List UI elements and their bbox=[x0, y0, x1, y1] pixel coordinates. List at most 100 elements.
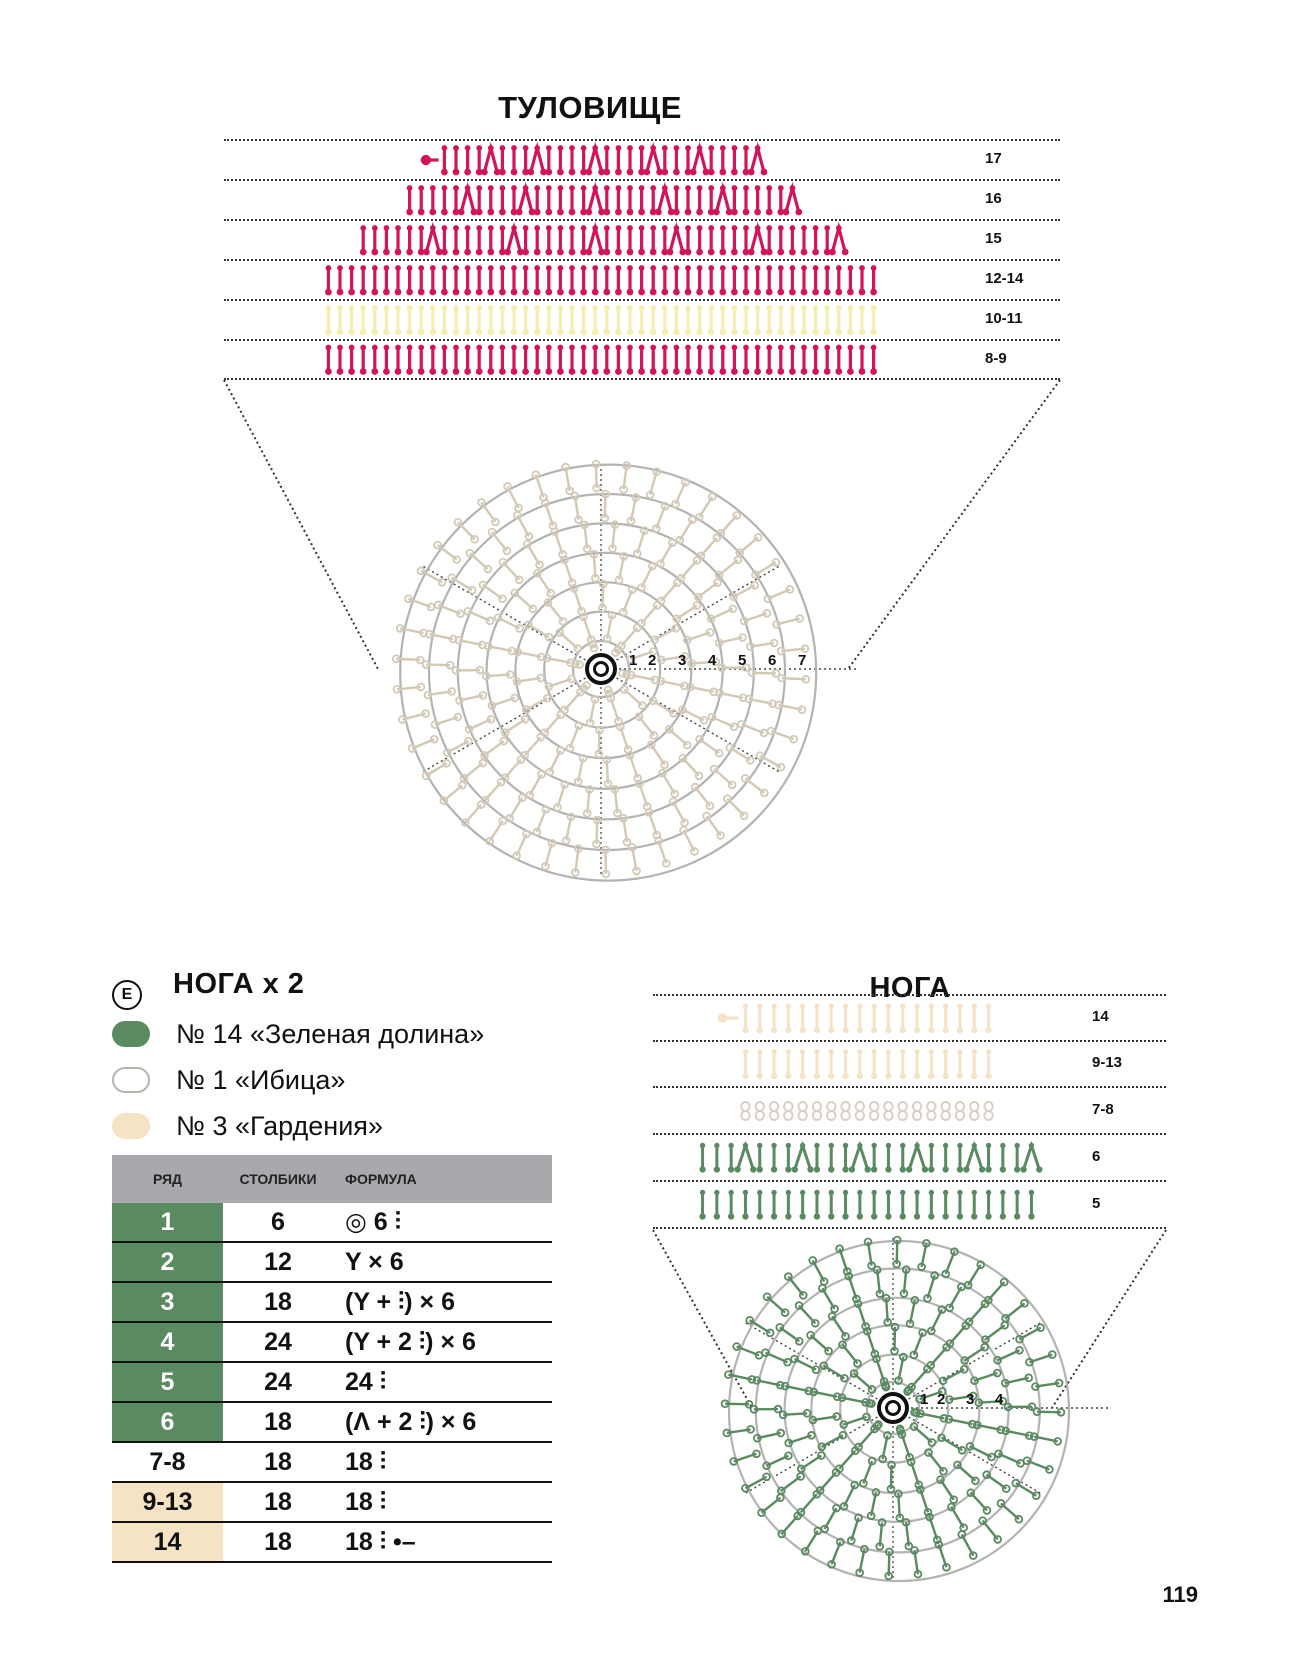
stitch-symbol bbox=[522, 344, 529, 375]
stitch-symbol bbox=[441, 185, 448, 216]
round-stitch-symbol bbox=[960, 1342, 989, 1365]
stitch-symbol bbox=[770, 1142, 778, 1173]
round-stitch-symbol bbox=[937, 1433, 967, 1455]
stitch-symbol bbox=[799, 1049, 806, 1080]
round-stitch-symbol bbox=[892, 1235, 902, 1269]
legend-label: № 3 «Гардения» bbox=[176, 1110, 383, 1141]
round-stitch-symbol bbox=[817, 1430, 848, 1452]
round-stitch-symbol bbox=[794, 1301, 820, 1328]
stitch-symbol bbox=[696, 225, 703, 256]
stitch-symbol bbox=[754, 185, 761, 216]
round-stitch-symbol bbox=[483, 641, 517, 656]
stitch-symbol bbox=[417, 344, 425, 375]
stitch-symbol bbox=[823, 225, 831, 256]
round-stitch-symbol bbox=[777, 1511, 802, 1539]
stitch-symbol bbox=[348, 305, 355, 336]
round-stitch-symbol bbox=[790, 1354, 821, 1374]
color-swatch bbox=[112, 1113, 150, 1139]
stitch-symbol bbox=[731, 145, 738, 176]
round-stitch-symbol bbox=[1022, 1456, 1054, 1474]
round-stitch-symbol bbox=[592, 815, 602, 849]
stitch-symbol bbox=[942, 1189, 949, 1220]
stitch-symbol bbox=[383, 344, 390, 375]
stitch-symbol bbox=[673, 344, 680, 375]
stitch-symbol bbox=[858, 344, 866, 375]
stitch-symbol bbox=[661, 265, 669, 296]
round-stitch-symbol bbox=[433, 600, 465, 619]
stitch-symbol bbox=[475, 145, 483, 176]
stitch-symbol bbox=[719, 265, 727, 296]
stitch-symbol bbox=[673, 145, 680, 176]
round-number-label: 5 bbox=[738, 652, 746, 669]
stitch-symbol bbox=[713, 1142, 720, 1173]
stitch-symbol bbox=[545, 185, 553, 216]
stitch-symbol bbox=[1014, 1142, 1021, 1173]
stitch-symbol bbox=[899, 1003, 906, 1034]
stitch-symbol bbox=[545, 265, 553, 296]
round-stitch-symbol bbox=[854, 1424, 879, 1452]
stitch-symbol bbox=[673, 305, 680, 336]
round-stitch-symbol bbox=[560, 687, 585, 715]
stitch-symbol bbox=[899, 1189, 906, 1220]
stitch-symbol bbox=[956, 1142, 964, 1173]
stitch-symbol bbox=[707, 145, 715, 176]
row-divider bbox=[224, 139, 1060, 141]
stitch-symbol bbox=[742, 225, 750, 256]
decrease-symbol bbox=[829, 221, 849, 256]
stitch-symbol bbox=[533, 265, 541, 296]
round-stitch-symbol bbox=[423, 687, 456, 700]
round-stitch-symbol bbox=[944, 1415, 977, 1429]
row-divider bbox=[224, 179, 1060, 181]
stitch-symbol bbox=[842, 1049, 849, 1080]
stitch-symbol bbox=[828, 1189, 835, 1220]
formula-cell: ◎ 6 ⫶ bbox=[333, 1203, 552, 1243]
stitch-symbol bbox=[452, 225, 460, 256]
round-stitch-symbol bbox=[1003, 1402, 1037, 1412]
stitch-row bbox=[325, 265, 877, 296]
round-stitch-symbol bbox=[777, 1472, 805, 1496]
stitch-symbol bbox=[800, 305, 808, 336]
stitch-symbol bbox=[777, 225, 785, 256]
round-stitch-symbol bbox=[600, 489, 610, 523]
round-number-label: 4 bbox=[708, 652, 717, 669]
round-stitch-symbol bbox=[416, 566, 447, 587]
stitch-symbol bbox=[799, 1189, 806, 1220]
stitch-symbol bbox=[847, 305, 854, 336]
stitch-symbol bbox=[359, 265, 367, 296]
stitch-symbol bbox=[770, 1189, 778, 1220]
round-stitch-symbol bbox=[451, 665, 485, 675]
decrease-symbol bbox=[782, 181, 803, 216]
stitch-symbol bbox=[626, 185, 634, 216]
radial-dividers bbox=[745, 1238, 1111, 1578]
header-formula: ФОРМУЛА bbox=[333, 1155, 552, 1203]
stitch-symbol bbox=[452, 145, 460, 176]
stitches-cell: 12 bbox=[223, 1242, 333, 1283]
round-stitch-symbol bbox=[493, 613, 524, 633]
round-stitch-symbol bbox=[589, 549, 600, 583]
section-badge: E bbox=[112, 980, 142, 1010]
stitch-symbol bbox=[699, 1142, 706, 1173]
round-stitch-symbol bbox=[757, 1493, 785, 1517]
round-number-label: 2 bbox=[648, 652, 656, 669]
stitch-symbol bbox=[649, 185, 657, 216]
row-divider bbox=[653, 1133, 1166, 1135]
decrease-symbol bbox=[423, 221, 443, 256]
round-stitch-symbol bbox=[695, 734, 724, 758]
stitch-symbol bbox=[371, 344, 379, 375]
formula-cell: (Y + ⫶) × 6 bbox=[333, 1282, 552, 1323]
stitch-symbol bbox=[999, 1189, 1006, 1220]
round-stitch-symbol bbox=[862, 1326, 880, 1359]
stitch-symbol bbox=[383, 225, 390, 256]
round-stitch-symbol bbox=[964, 1299, 990, 1327]
stitch-symbol bbox=[842, 1003, 849, 1034]
stitch-symbol bbox=[533, 344, 541, 375]
decrease-symbol bbox=[1020, 1140, 1043, 1173]
decrease-symbol bbox=[666, 221, 687, 256]
chain-stitch-symbol bbox=[826, 1101, 837, 1121]
stitch-symbol bbox=[856, 1049, 863, 1080]
round-stitch-symbol bbox=[392, 682, 426, 694]
stitch-symbol bbox=[533, 305, 541, 336]
round-stitch-symbol bbox=[934, 1540, 951, 1572]
